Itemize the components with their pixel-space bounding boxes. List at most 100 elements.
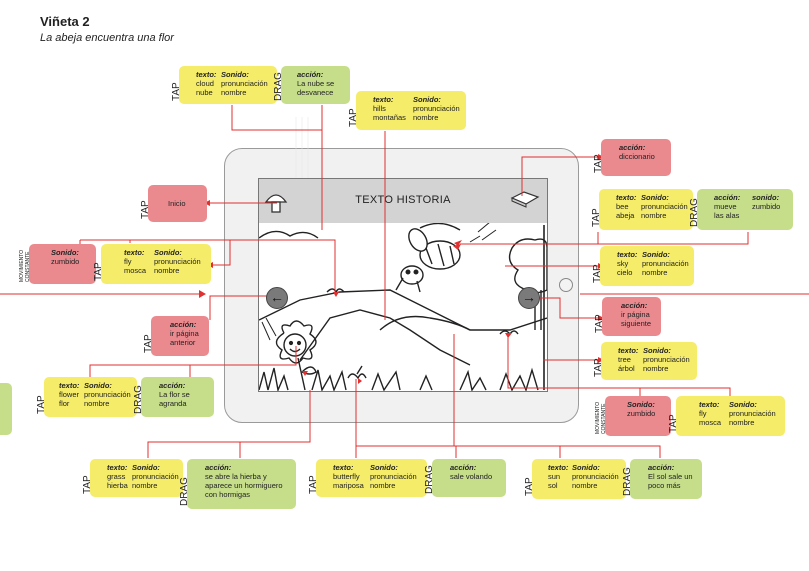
arrow-left-icon[interactable]: ← <box>266 287 288 309</box>
card-mariposa-drag: DRAG acción:sale volando <box>424 459 506 497</box>
card-label: TAP <box>593 358 604 377</box>
card-sol-drag: DRAG acción:El sol sale un poco más <box>622 459 702 499</box>
card-label: DRAG <box>622 467 633 496</box>
card-key: Sonido: <box>370 463 398 472</box>
card-value: cloud nube <box>196 79 214 97</box>
card-value: zumbido <box>51 257 80 266</box>
book-icon[interactable] <box>510 191 540 208</box>
mushroom-icon[interactable] <box>264 194 288 213</box>
card-label: TAP <box>93 262 104 281</box>
card-label: DRAG <box>273 72 284 101</box>
card-value: butterfly mariposa <box>333 472 364 490</box>
card-key: Sonido: <box>642 250 670 259</box>
card-value: Inicio <box>168 199 186 208</box>
card-label: TAP <box>308 475 319 494</box>
card-value: El sol sale un poco más <box>648 472 693 490</box>
card-value: pronunciación nombre <box>370 472 417 490</box>
card-value: sky cielo <box>617 259 633 277</box>
card-siguiente-tap: TAP acción:ir página siguiente <box>594 297 661 336</box>
card-value: zumbido <box>627 409 656 418</box>
card-key: Sonido: <box>572 463 600 472</box>
card-key: sonido: <box>752 193 780 202</box>
card-value: mueve las alas <box>714 202 740 220</box>
card-value: pronunciación nombre <box>641 202 688 220</box>
card-mosca-tap: TAP texto:fly mosca Sonido:pronunciación… <box>93 244 211 284</box>
card-cielo-tap: TAP texto:sky cielo Sonido:pronunciación… <box>592 246 694 286</box>
card-value: La flor se agranda <box>159 390 190 408</box>
card-label: TAP <box>36 395 47 414</box>
card-value: pronunciación nombre <box>572 472 619 490</box>
card-value: se abre la hierba y aparece un hormiguer… <box>205 472 283 499</box>
card-value: pronunciación nombre <box>413 104 460 122</box>
card-key: texto: <box>107 463 128 472</box>
card-key: texto: <box>618 346 639 355</box>
home-button-icon[interactable] <box>559 278 573 292</box>
card-key: Sonido: <box>154 248 182 257</box>
screen-header: TEXTO HISTORIA <box>259 179 547 223</box>
card-key: acción: <box>205 463 232 472</box>
card-nube-tap: TAP texto:cloud nube Sonido:pronunciació… <box>171 66 277 104</box>
page-title: Viñeta 2 <box>40 14 90 29</box>
arrow-right-icon[interactable]: → <box>518 287 540 309</box>
card-sol-tap: TAP texto:sun sol Sonido:pronunciación n… <box>524 459 626 499</box>
card-value: fly mosca <box>699 409 722 427</box>
card-diccionario-tap: TAP acción:diccionario <box>593 139 671 176</box>
card-nube-drag: DRAG acción:La nube se desvanece <box>273 66 350 104</box>
page-subtitle: La abeja encuentra una flor <box>40 32 174 44</box>
card-key: texto: <box>59 381 80 390</box>
card-key: texto: <box>196 70 217 79</box>
card-key: texto: <box>617 250 638 259</box>
card-key: texto: <box>616 193 637 202</box>
card-label: TAP <box>82 475 93 494</box>
card-label: DRAG <box>424 465 435 494</box>
card-label: MOVIMIENTO CONSTANTE <box>19 249 31 282</box>
card-label: TAP <box>171 82 182 101</box>
card-label: TAP <box>348 108 359 127</box>
card-key: Sonido: <box>729 400 757 409</box>
card-key: texto: <box>333 463 354 472</box>
card-value: ir página siguiente <box>621 310 652 328</box>
card-key: Sonido: <box>627 400 655 409</box>
card-inicio-tap: TAP Inicio <box>140 185 207 222</box>
card-value: grass hierba <box>107 472 128 490</box>
story-screen: TEXTO HISTORIA <box>258 178 548 392</box>
card-key: acción: <box>170 320 197 329</box>
card-value: bee abeja <box>616 202 635 220</box>
card-label: TAP <box>524 477 535 496</box>
card-value: pronunciación nombre <box>154 257 201 275</box>
card-key: acción: <box>159 381 186 390</box>
card-mariposa-tap: TAP texto:butterfly mariposa Sonido:pron… <box>308 459 427 497</box>
card-key: texto: <box>124 248 145 257</box>
card-flor-tap: TAP texto:flower flor Sonido:pronunciaci… <box>36 377 137 417</box>
card-value: ir página anterior <box>170 329 199 347</box>
card-key: acción: <box>648 463 675 472</box>
card-label: TAP <box>143 334 154 353</box>
card-key: acción: <box>621 301 648 310</box>
card-value: pronunciación nombre <box>132 472 179 490</box>
card-value: tree árbol <box>618 355 635 373</box>
card-label: TAP <box>591 208 602 227</box>
card-value: pronunciación nombre <box>642 259 689 277</box>
card-anterior-tap: TAP acción:ir página anterior <box>143 316 209 356</box>
card-label: TAP <box>594 314 605 333</box>
card-key: texto: <box>373 95 394 104</box>
screen-title[interactable]: TEXTO HISTORIA <box>355 194 451 206</box>
card-value: pronunciación nombre <box>643 355 690 373</box>
card-value: pronunciación nombre <box>729 409 776 427</box>
clipped-card <box>0 383 12 435</box>
card-label: DRAG <box>133 385 144 414</box>
card-label: TAP <box>668 414 679 433</box>
card-key: Sonido: <box>84 381 112 390</box>
card-key: Sonido: <box>643 346 671 355</box>
card-value: sun sol <box>548 472 561 490</box>
card-key: Sonido: <box>51 248 79 257</box>
card-value: pronunciación nombre <box>221 79 268 97</box>
card-flor-drag: DRAG acción:La flor se agranda <box>133 377 214 417</box>
card-label: TAP <box>593 154 604 173</box>
card-label: DRAG <box>689 198 700 227</box>
card-value: fly mosca <box>124 257 147 275</box>
card-value: hills montañas <box>373 104 406 122</box>
card-key: Sonido: <box>413 95 441 104</box>
card-abeja-tap: TAP texto:bee abeja Sonido:pronunciación… <box>591 189 693 230</box>
card-montanas-tap: TAP texto:hills montañas Sonido:pronunci… <box>348 91 466 130</box>
